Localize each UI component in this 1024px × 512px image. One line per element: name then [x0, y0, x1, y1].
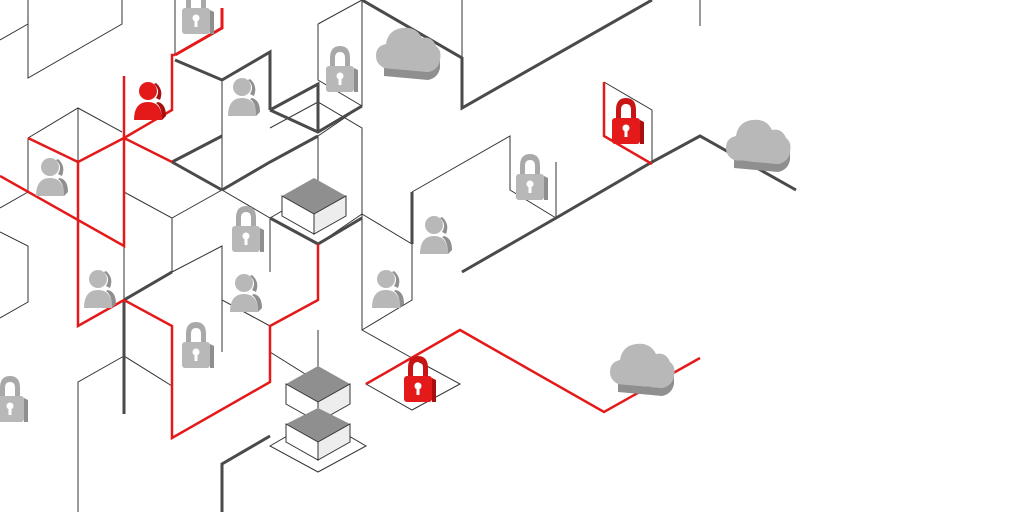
- cloud-icon: [726, 119, 791, 172]
- dark-connection-lines: [122, 0, 797, 512]
- padlock-icon: [0, 376, 28, 422]
- padlock-icon: [232, 206, 264, 252]
- cloud-icons: [376, 27, 791, 396]
- user-icons: [36, 78, 452, 312]
- user-icon: [84, 270, 116, 308]
- user-icon: [228, 78, 260, 116]
- padlock-icon: [612, 98, 644, 144]
- user-icon: [36, 158, 68, 196]
- padlock-icon: [182, 322, 214, 368]
- user-icon: [420, 216, 452, 254]
- padlock-icon: [182, 0, 214, 34]
- cloud-icon: [376, 27, 441, 80]
- user-icon: [230, 274, 262, 312]
- padlock-icon: [326, 46, 358, 92]
- user-icon: [372, 270, 404, 308]
- user-icon: [134, 82, 166, 120]
- padlock-icon: [516, 154, 548, 200]
- server-block-icon: [281, 178, 347, 235]
- red-connection-lines: [0, 8, 701, 441]
- cloud-icon: [610, 343, 675, 396]
- server-stack-icon: [285, 366, 351, 461]
